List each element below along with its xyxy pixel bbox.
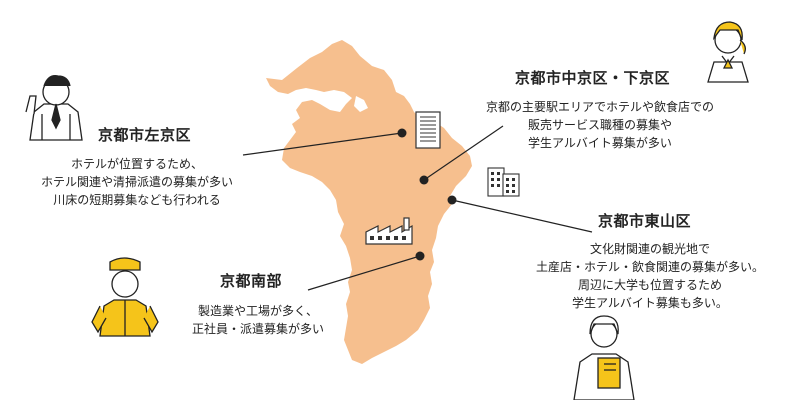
region-title-nanbu: 京都南部 xyxy=(220,272,283,290)
desc-line: ホテル関連や清掃派遣の募集が多い xyxy=(40,175,233,189)
desc-line: ホテルが位置するため、 xyxy=(70,157,203,171)
marker-nakagyo xyxy=(419,175,429,185)
region-title-higashiyama: 京都市東山区 xyxy=(598,212,692,230)
office-worker-icon xyxy=(25,75,83,141)
factory-worker-icon xyxy=(91,257,159,337)
connector-higashiyama xyxy=(451,199,593,233)
region-desc-nanbu: 製造業や工場が多く、 正社員・派遣募集が多い xyxy=(168,302,348,338)
factory-icon xyxy=(365,217,413,245)
coast-detail xyxy=(354,96,368,112)
marker-nanbu xyxy=(415,251,425,261)
connector-sakyo xyxy=(242,132,403,156)
receptionist-icon xyxy=(707,21,749,83)
region-title-nakagyo: 京都市中京区・下京区 xyxy=(515,69,671,87)
region-desc-higashiyama: 文化財関連の観光地で 土産店・ホテル・飲食関連の募集が多い。 周辺に大学も位置す… xyxy=(510,240,790,312)
desc-line: 川床の短期募集なども行われる xyxy=(53,193,221,207)
region-title-sakyo: 京都市左京区 xyxy=(98,126,192,144)
desc-line: 周辺に大学も位置するため xyxy=(577,278,722,292)
desc-line: 学生アルバイト募集も多い。 xyxy=(572,296,728,310)
marker-higashiyama xyxy=(447,195,457,205)
region-desc-nakagyo: 京都の主要駅エリアでホテルや飲食店での 販売サービス職種の募集や 学生アルバイト… xyxy=(462,98,738,152)
office-building-icon xyxy=(415,111,441,149)
desc-line: 京都の主要駅エリアでホテルや飲食店での xyxy=(485,100,714,114)
desc-line: 土産店・ホテル・飲食関連の募集が多い。 xyxy=(535,260,764,274)
marker-sakyo xyxy=(397,128,407,138)
apartment-buildings-icon xyxy=(487,167,520,197)
connector-nanbu xyxy=(307,255,421,291)
desc-line: 販売サービス職種の募集や xyxy=(527,118,672,132)
desc-line: 正社員・派遣募集が多い xyxy=(191,322,324,336)
student-icon xyxy=(573,315,635,400)
region-desc-sakyo: ホテルが位置するため、 ホテル関連や清掃派遣の募集が多い 川床の短期募集なども行… xyxy=(32,155,242,209)
desc-line: 製造業や工場が多く、 xyxy=(197,304,318,318)
desc-line: 文化財関連の観光地で xyxy=(589,242,710,256)
desc-line: 学生アルバイト募集が多い xyxy=(528,136,672,150)
connector-nakagyo xyxy=(423,125,504,181)
